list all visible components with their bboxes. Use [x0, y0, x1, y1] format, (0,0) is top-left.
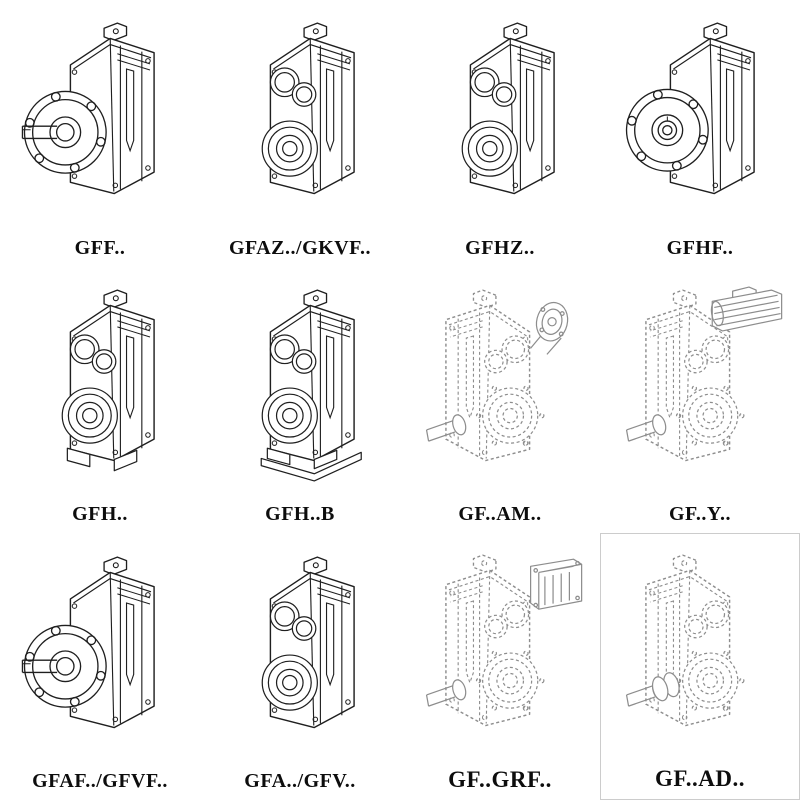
- gearbox-model-label: GFH..: [72, 503, 128, 526]
- gearbox-item-gfhz: GFHZ..: [400, 0, 600, 267]
- gearbox-item-gff: GFF..: [0, 0, 200, 267]
- gearbox-input-adapter-icon: [612, 550, 788, 750]
- gearbox-item-gfaf-gfvf: GFAF../GFVF..: [0, 533, 200, 800]
- gearbox-model-label: GF..Y..: [668, 503, 732, 526]
- gearbox-model-label: GFAZ../GKVF..: [228, 236, 372, 259]
- gearbox-item-gfa-gfv: GFA../GFV..: [200, 533, 400, 800]
- gearbox-item-gfh-b: GFH..B: [200, 267, 400, 534]
- gearbox-foot-mounted-icon: [12, 285, 188, 485]
- gearbox-model-label: GFH..B: [265, 503, 335, 526]
- gearbox-item-gf-ad: GF..AD..: [600, 533, 800, 800]
- gearbox-model-label: GF..AM..: [458, 503, 542, 526]
- gearbox-model-label: GFA../GFV..: [244, 769, 356, 792]
- gearbox-with-motor-icon: [612, 285, 788, 485]
- gearbox-model-label: GF..GRF..: [448, 766, 552, 792]
- gearbox-model-label: GFAF../GFVF..: [32, 769, 168, 792]
- gearbox-cover-adapter-icon: [412, 550, 588, 750]
- gearbox-model-label: GFHF..: [666, 236, 734, 259]
- gearbox-model-label: GFHZ..: [465, 236, 535, 259]
- gearbox-foot-base-plate-icon: [212, 285, 388, 485]
- gearbox-output-flange-shaft-icon: [12, 552, 188, 752]
- gearbox-model-label: GF..AD..: [654, 765, 746, 791]
- gearbox-item-gf-am: GF..AM..: [400, 267, 600, 534]
- gearbox-item-gfh: GFH..: [0, 267, 200, 534]
- gearbox-item-gfhf: GFHF..: [600, 0, 800, 267]
- gearbox-front-flange-icon: [612, 18, 788, 218]
- gearbox-hollow-shaft-icon: [212, 18, 388, 218]
- gearbox-motor-adapter-flange-icon: [412, 285, 588, 485]
- gearbox-model-label: GFF..: [74, 236, 126, 259]
- gearbox-item-gf-y: GF..Y..: [600, 267, 800, 534]
- gearbox-hollow-shaft-icon: [412, 18, 588, 218]
- gearbox-output-flange-shaft-icon: [12, 18, 188, 218]
- gearbox-item-gfaz-gkvf: GFAZ../GKVF..: [200, 0, 400, 267]
- gearbox-hollow-shaft-icon: [212, 552, 388, 752]
- gearbox-item-gf-grf: GF..GRF..: [400, 533, 600, 800]
